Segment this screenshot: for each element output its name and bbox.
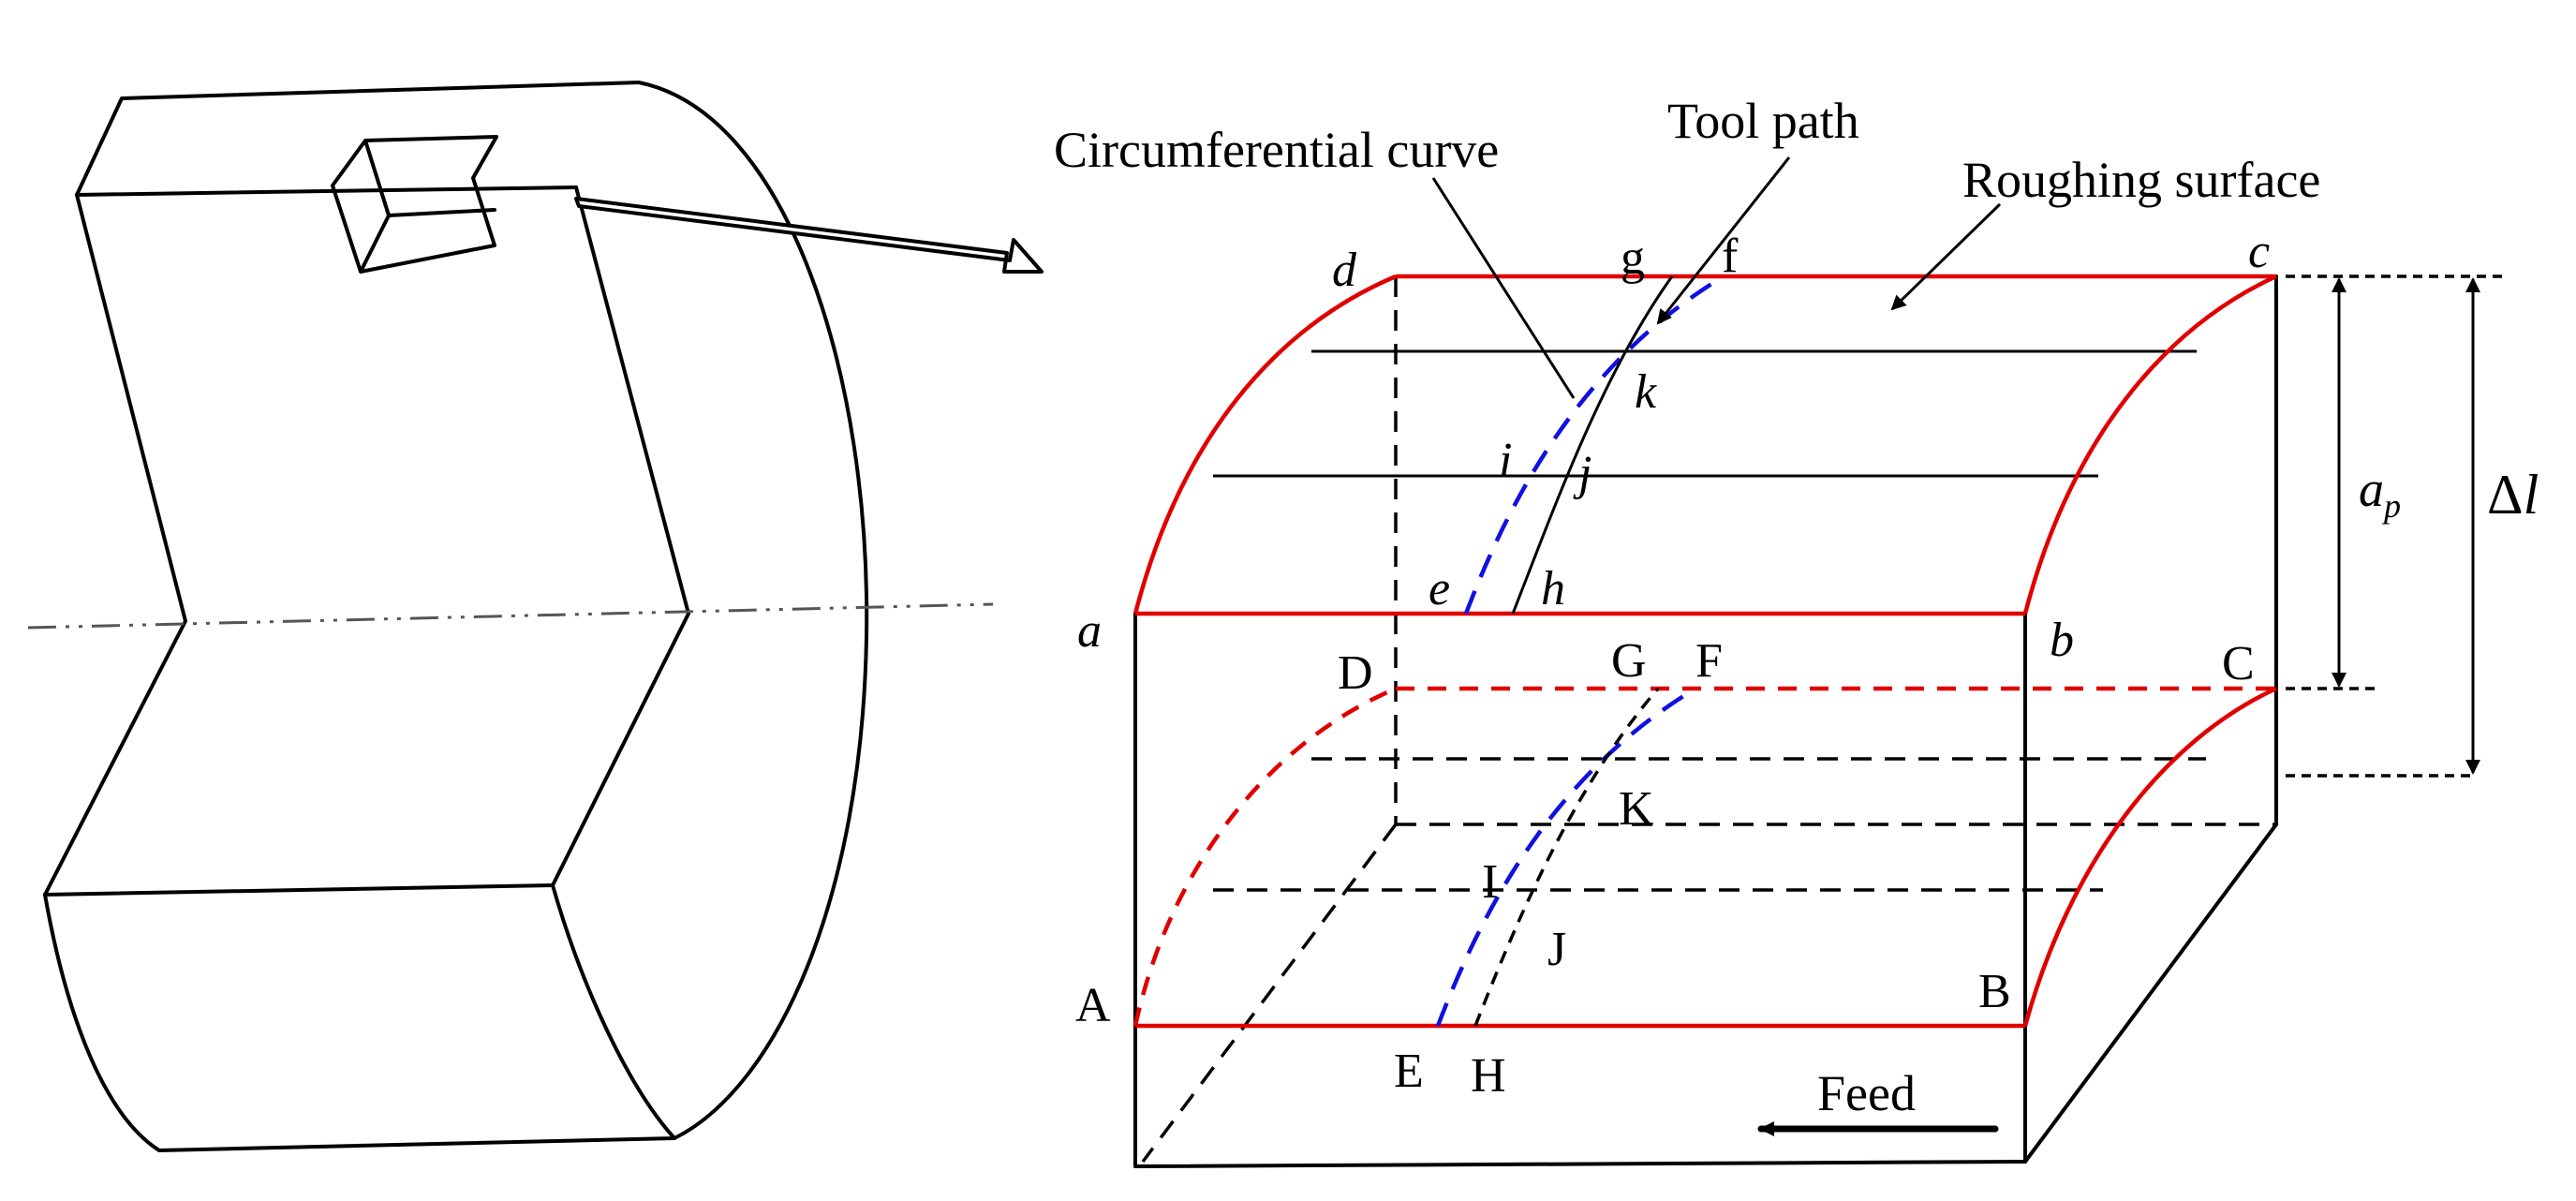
roughing-block	[1133, 156, 2506, 1168]
label-g: g	[1621, 231, 1645, 285]
label-circumferential-curve: Circumferential curve	[1054, 122, 1499, 178]
leader-tool-path	[1656, 156, 1791, 325]
label-b: b	[2050, 614, 2074, 667]
label-K: K	[1619, 782, 1654, 836]
label-E: E	[1394, 1045, 1424, 1098]
circumferential-curve-top	[1463, 274, 1725, 615]
label-h: h	[1541, 562, 1565, 615]
label-H: H	[1471, 1049, 1506, 1103]
roughing-left-arc	[1133, 274, 1397, 615]
workpiece-bottom-arc	[43, 893, 676, 1152]
label-C: C	[2222, 637, 2255, 690]
lower-right-arc	[2022, 686, 2277, 1027]
label-c: c	[2248, 225, 2270, 278]
label-delta-l: Δl	[2487, 464, 2539, 526]
workpiece-v-groove	[551, 185, 690, 887]
label-feed: Feed	[1817, 1065, 1916, 1121]
label-D: D	[1338, 646, 1373, 700]
label-k: k	[1635, 365, 1657, 419]
zoom-arrow	[574, 197, 1044, 274]
leader-roughing	[1890, 202, 2002, 311]
label-tool-path: Tool path	[1667, 93, 1859, 149]
label-I: I	[1482, 855, 1498, 909]
label-d: d	[1332, 244, 1357, 297]
circumferential-curve-bottom	[1435, 687, 1697, 1027]
label-j: j	[1573, 447, 1591, 500]
block-bottom-edge	[1133, 1160, 2027, 1168]
labels: Circumferential curve Tool path Roughing…	[1054, 93, 2539, 1121]
label-e: e	[1429, 562, 1450, 615]
workpiece-left-profile	[43, 193, 187, 897]
workpiece-end-face	[637, 81, 869, 1140]
sample-box	[331, 135, 498, 274]
rotation-axis	[27, 602, 994, 630]
block-bottom-right-diag	[2023, 823, 2278, 1164]
label-A: A	[1075, 979, 1111, 1032]
workpiece-lower-edge	[551, 883, 676, 1140]
label-a: a	[1077, 604, 1102, 658]
workpiece-v-bottom-edge	[43, 883, 555, 897]
label-B: B	[1978, 965, 2011, 1018]
label-G: G	[1611, 634, 1647, 688]
roughing-right-arc	[2022, 274, 2277, 615]
lower-left-arc	[1133, 686, 1397, 1027]
workpiece-top-front-edge	[75, 185, 578, 197]
label-F: F	[1695, 634, 1723, 688]
workpiece-cylinder	[27, 81, 1044, 1152]
workpiece-top-left-edge	[75, 81, 641, 197]
label-ap: ap	[2359, 461, 2401, 525]
tool-path-top	[1511, 275, 1674, 615]
tool-path-bottom	[1473, 687, 1660, 1027]
label-f: f	[1722, 230, 1739, 283]
label-J: J	[1547, 923, 1566, 976]
hidden-bottom-diagonal	[1141, 823, 1398, 1164]
label-roughing-surface: Roughing surface	[1962, 152, 2320, 208]
leader-circumferential	[1431, 177, 1576, 399]
label-i: i	[1499, 434, 1512, 487]
